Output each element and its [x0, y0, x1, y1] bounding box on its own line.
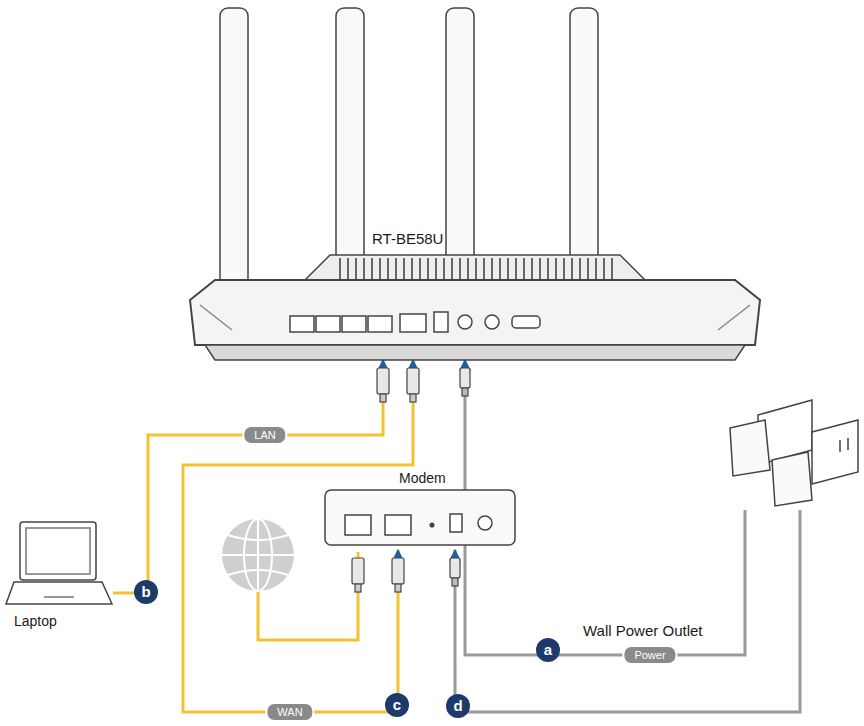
laptop: Laptop: [8, 515, 113, 635]
modem: [325, 490, 515, 545]
modem: Modem: [325, 470, 515, 550]
antenna: [336, 8, 364, 270]
wall-outlets: [730, 400, 858, 506]
router: RT-BE58U: [190, 230, 760, 360]
modem-label: Modem: [399, 470, 446, 487]
usb-port: [434, 312, 448, 332]
power-port: [458, 315, 472, 329]
laptop-label: Laptop: [14, 613, 57, 630]
power-button: [485, 315, 499, 329]
lan-ports: [290, 316, 392, 332]
cable: [113, 360, 383, 593]
callout-letter: c: [385, 693, 409, 717]
cable-label: Power: [622, 645, 677, 665]
reset-button: [512, 316, 540, 328]
antenna: [220, 8, 248, 300]
modem-body: [325, 490, 515, 545]
cable-label: LAN: [242, 425, 287, 445]
antenna: [446, 8, 474, 270]
laptop: [6, 522, 112, 604]
wan-port: [400, 314, 426, 332]
callout-letter: d: [446, 694, 470, 718]
callout-letter: a: [536, 638, 560, 662]
callout-letter: b: [134, 580, 158, 604]
internet-globe: [222, 519, 294, 591]
router-base: [205, 345, 745, 360]
router: [190, 8, 760, 360]
wall-outlet-label: Wall Power Outlet: [583, 622, 702, 639]
router-plugs: [377, 368, 470, 402]
router-label: RT-BE58U: [370, 230, 445, 247]
wall-outlet: Wall Power Outlet: [720, 405, 860, 510]
router-body: [190, 280, 760, 345]
modem-plugs: [352, 558, 460, 592]
cable-label: WAN: [265, 702, 314, 722]
